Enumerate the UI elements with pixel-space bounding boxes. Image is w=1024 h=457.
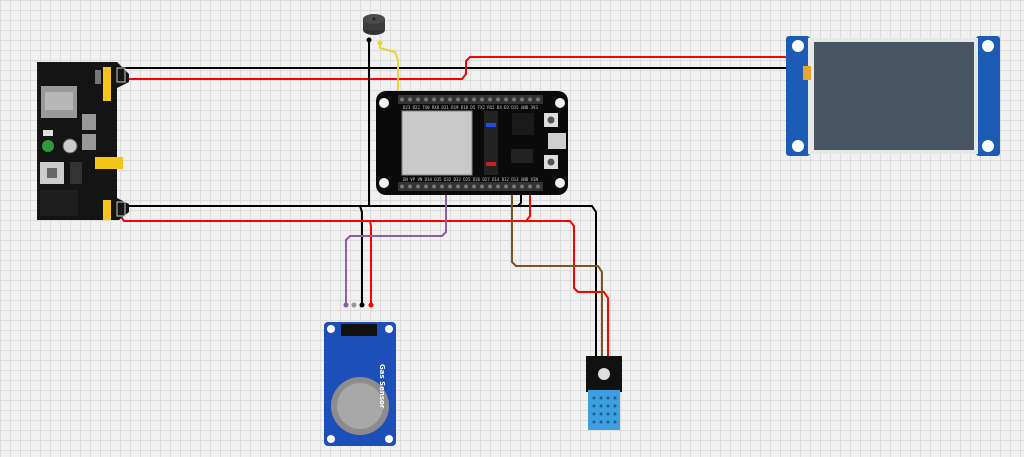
sensor-grid <box>588 390 620 430</box>
red-led <box>486 162 496 166</box>
top-pin-labels: D23 D22 TX0 RX0 D21 D19 D18 D5 TX2 RX2 D… <box>403 105 538 110</box>
esp32-board[interactable]: D23 D22 TX0 RX0 D21 D19 D18 D5 TX2 RX2 D… <box>376 91 568 195</box>
power-led <box>42 140 54 152</box>
wire-esp-vin[interactable] <box>525 190 531 222</box>
bottom-pin-labels: EN VP VN D34 D35 D32 D33 D25 D26 D27 D14… <box>403 177 538 182</box>
display-screen <box>814 42 974 150</box>
jumper-bottom[interactable] <box>103 200 111 220</box>
jumper-top[interactable] <box>103 67 111 101</box>
power-button[interactable] <box>62 138 78 154</box>
wire-gas-vcc[interactable] <box>369 220 372 305</box>
top-pin-header <box>398 95 543 104</box>
wire-gas-dout[interactable] <box>345 190 447 305</box>
wire-gas-gnd[interactable] <box>359 205 363 305</box>
header-pins <box>95 157 123 169</box>
gas-sensor-title: Gas Sensor <box>378 364 386 409</box>
wire-power-bottom-vcc[interactable] <box>117 211 609 358</box>
buzzer[interactable] <box>362 14 388 36</box>
tft-display[interactable] <box>786 36 1000 156</box>
wire-dht-data[interactable] <box>511 190 603 358</box>
pin-header <box>341 324 377 336</box>
wire-buzzer-signal[interactable] <box>379 43 399 94</box>
dht-sensor[interactable] <box>584 356 624 432</box>
power-supply-module[interactable] <box>37 62 133 222</box>
connector <box>803 66 811 80</box>
usb-port <box>548 133 566 149</box>
wire-power-bottom-gnd[interactable] <box>122 205 597 358</box>
wroom-module <box>402 111 472 175</box>
gas-sensor[interactable]: Gas Sensor <box>324 322 396 446</box>
bottom-pin-header <box>398 182 543 191</box>
blue-led <box>486 123 496 127</box>
wire-endpoints <box>343 37 611 361</box>
